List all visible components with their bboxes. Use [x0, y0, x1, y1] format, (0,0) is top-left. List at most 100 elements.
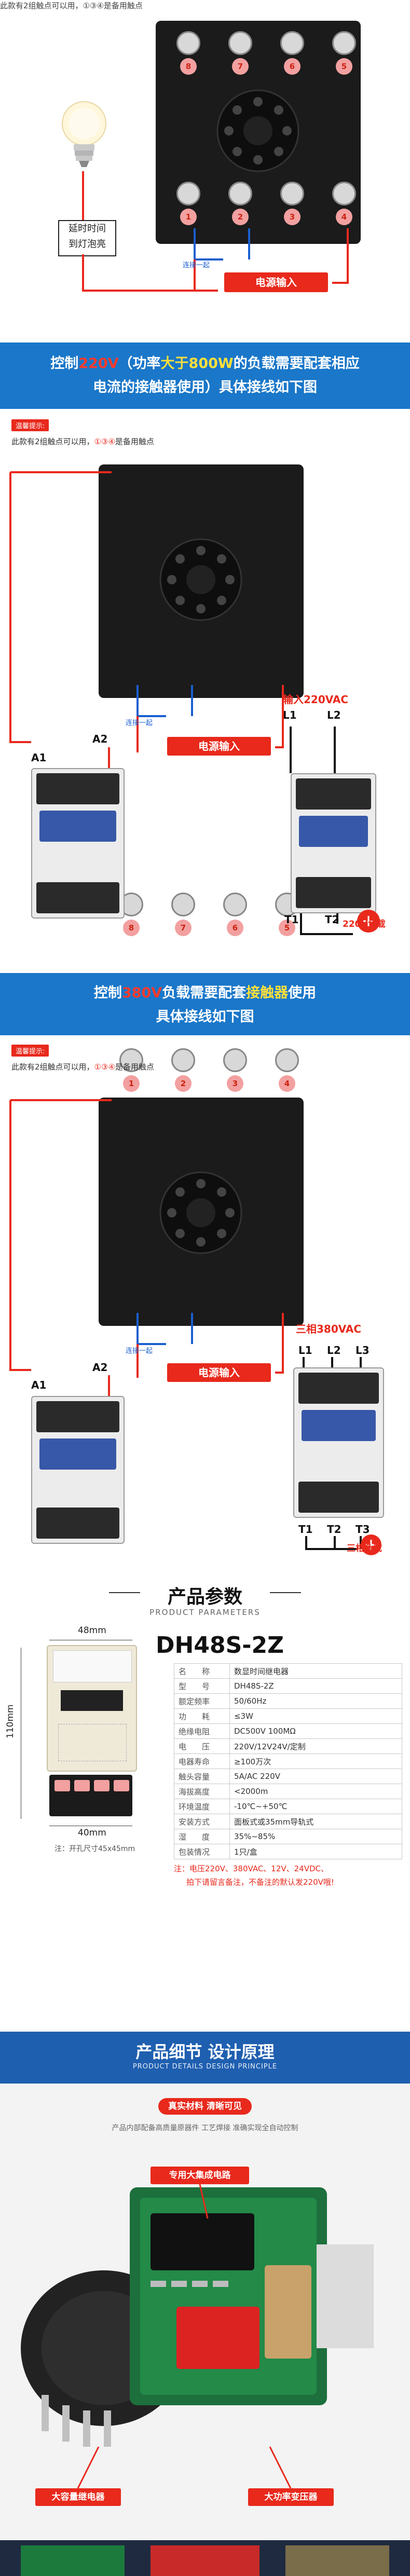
terminal-screw-icon	[223, 893, 247, 916]
terminal-number: 1	[180, 209, 197, 225]
terminal-number: 3	[284, 209, 300, 225]
a1-label-220v: A1	[31, 751, 47, 764]
table-row: 海拔高度<2000m	[174, 1784, 402, 1799]
param-model: DH48S-2Z	[156, 1632, 284, 1659]
table-row: 安装方式面板式或35mm导轨式	[174, 1814, 402, 1829]
link-label-1: 连接一起	[183, 262, 210, 269]
t1-label-380v: T1	[298, 1523, 313, 1536]
param-key: 名 称	[174, 1663, 230, 1679]
terminal-screw-icon	[228, 31, 252, 55]
hole-size-note: 注：开孔尺寸45x45mm	[54, 1845, 135, 1853]
contactor-right-220v	[291, 773, 376, 913]
param-value: ≥100万次	[229, 1753, 402, 1769]
callout-lines	[77, 2184, 292, 2489]
contactor-left-380v	[31, 1396, 125, 1544]
banner-380v-line1: 控制380V负载需要配套接触器使用	[93, 985, 317, 1001]
delay-label: 延时时间 到灯泡亮	[58, 220, 116, 256]
tip-badge-380v: 温馨提示:	[11, 1045, 49, 1057]
wiring-diagram-380v	[9, 1099, 381, 1555]
terminal-screw-icon	[275, 1048, 299, 1072]
l2-label-220v: L2	[327, 709, 341, 721]
param-value: 50/60Hz	[229, 1693, 402, 1709]
relay-socket-3	[99, 1098, 304, 1326]
a1-label-380v: A1	[31, 1379, 47, 1391]
param-note: 注：电压220V、380VAC、12V、24VDC、 拍下请留言备注，不备注的默…	[174, 1862, 405, 1889]
param-key: 触头容量	[174, 1769, 230, 1784]
relay-socket-1	[156, 21, 361, 244]
param-value: <2000m	[229, 1784, 402, 1799]
t1-label-220v: T1	[284, 913, 299, 926]
banner-220v-line1: 控制220V（功率大于800W的负载需要配套相应	[50, 355, 360, 372]
param-key: 包装情况	[174, 1844, 230, 1859]
details-subtitle: PRODUCT DETAILS DESIGN PRINCIPLE	[132, 2063, 278, 2071]
terminal-screw-icon	[332, 182, 356, 205]
terminal-number: 8	[180, 58, 197, 75]
l2-label-380v: L2	[327, 1344, 341, 1356]
bottom-photo-strip	[0, 2540, 410, 2576]
params-header-line-left	[109, 1592, 140, 1593]
tip-badge-220v: 温馨提示:	[11, 419, 49, 431]
bulb-icon	[58, 99, 110, 171]
load-label-380v: 三相负载	[347, 1543, 382, 1554]
link-label-380v: 连接一起	[126, 1347, 153, 1355]
terminal-number: 7	[175, 920, 192, 936]
param-value: 220V/12V24V/定制	[229, 1738, 402, 1754]
banner-220v: 控制220V（功率大于800W的负载需要配套相应 电流的接触器使用）具体接线如下…	[0, 342, 410, 409]
details-desc: 产品内部配备高质量原器件 工艺焊接 准确实现全自动控制	[112, 2124, 298, 2132]
param-key: 型 号	[174, 1678, 230, 1694]
table-row: 环境温度-10℃~+50℃	[174, 1799, 402, 1814]
dim-top: 48mm	[78, 1625, 106, 1636]
socket-hole-icon	[159, 538, 242, 621]
terminal-number: 4	[279, 1075, 295, 1092]
socket-hole-icon	[159, 1171, 242, 1254]
power-input-label-1: 电源输入	[224, 272, 328, 292]
terminal-number: 5	[336, 58, 352, 75]
param-value: 面板式或35mm导轨式	[229, 1814, 402, 1829]
terminal-screw-icon	[171, 893, 195, 916]
param-key: 额定频率	[174, 1693, 230, 1709]
param-value: 35%~85%	[229, 1829, 402, 1844]
section-params: 产品参数 PRODUCT PARAMETERS DH48S-2Z 48mm 11…	[0, 1578, 410, 2034]
param-value: DC500V 100MΩ	[229, 1723, 402, 1739]
terminal-screw-icon	[280, 182, 304, 205]
table-row: 名 称数显时间继电器	[174, 1663, 402, 1679]
banner-380v-line2: 具体接线如下图	[156, 1009, 254, 1025]
param-value: 数显时间继电器	[229, 1663, 402, 1679]
terminal-screw-icon	[228, 182, 252, 205]
t3-label-380v: T3	[356, 1523, 370, 1536]
terminal-screw-icon	[171, 1048, 195, 1072]
callout-relay: 大容量继电器	[35, 2488, 121, 2506]
l1-label-220v: L1	[283, 709, 297, 721]
callout-transformer: 大功率变压器	[248, 2488, 334, 2506]
input-220vac-label: 输入220VAC	[283, 693, 349, 706]
terminal-number: 2	[232, 209, 249, 225]
terminal-screw-icon	[119, 1048, 143, 1072]
contactor-left-220v	[31, 768, 125, 919]
load-label-220v: 220V负载	[343, 919, 386, 929]
wiring-diagram-220v	[9, 471, 380, 935]
terminal-number: 7	[232, 58, 249, 75]
table-row: 功 耗≤3W	[174, 1708, 402, 1724]
param-key: 功 耗	[174, 1708, 230, 1724]
terminal-number: 6	[227, 920, 243, 936]
relay-product-image	[47, 1645, 137, 1772]
a2-label-220v: A2	[92, 733, 108, 745]
param-note-line1: 注：电压220V、380VAC、12V、24VDC、	[174, 1864, 329, 1873]
param-value: 1只/盒	[229, 1844, 402, 1859]
terminal-number: 1	[123, 1075, 140, 1092]
a2-label-380v: A2	[92, 1361, 108, 1374]
pcb-image	[21, 2151, 384, 2462]
param-key: 绝缘电阻	[174, 1723, 230, 1739]
input-380vac-label: 三相380VAC	[296, 1323, 362, 1335]
terminal-screw-icon	[280, 31, 304, 55]
banner-380v: 控制380V负载需要配套接触器使用 具体接线如下图	[0, 973, 410, 1035]
terminal-screw-icon	[332, 31, 356, 55]
details-pill: 真实材料 清晰可见	[158, 2098, 252, 2115]
table-row: 电器寿命≥100万次	[174, 1753, 402, 1769]
